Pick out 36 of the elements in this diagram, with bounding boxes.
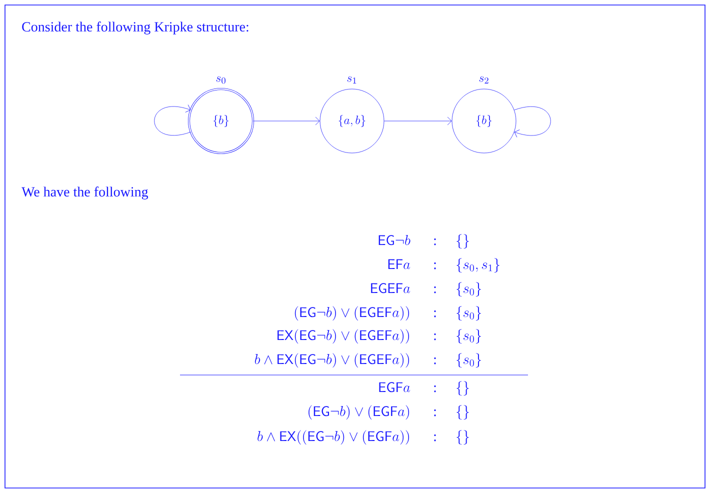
state-name: $s_2$ <box>479 76 488 84</box>
state-name: $s_1$ <box>347 76 356 84</box>
state-name: $s_0$ <box>216 76 226 84</box>
colon: : <box>434 409 436 416</box>
arrow <box>154 104 191 136</box>
state-set: $\{s_0\}$ <box>456 329 482 344</box>
arrow <box>514 106 551 138</box>
state-set: $\{s_0,s_1\}$ <box>456 258 500 273</box>
state-set: $\{s_0\}$ <box>456 353 482 368</box>
heading: Consider the following Kripke structure: <box>22 22 248 34</box>
colon: : <box>434 238 436 246</box>
colon: : <box>434 385 436 392</box>
colon: : <box>434 310 436 318</box>
formula: $\mathsf{EGF}a$ <box>379 382 410 392</box>
state-set: $\{\}$ <box>456 430 469 445</box>
colon: : <box>434 262 436 270</box>
state-set: $\{s_0\}$ <box>456 306 482 321</box>
colon: : <box>434 434 436 442</box>
colon: : <box>434 286 436 294</box>
colon: : <box>434 357 436 364</box>
formula: $\mathsf{EGEF}a$ <box>371 283 410 294</box>
formula: $(\mathsf{EG}\neg b)\vee(\mathsf{EGF}a)$ <box>308 405 410 420</box>
arrow <box>253 116 320 126</box>
colon: : <box>434 333 436 340</box>
arrow <box>384 116 452 126</box>
state-set: $\{\}$ <box>456 381 469 396</box>
formula: $\mathsf{EG}\neg b$ <box>378 235 410 246</box>
state-set: $\{\}$ <box>456 405 469 420</box>
formula: $\mathsf{EF}a$ <box>388 259 410 270</box>
formula: $\mathsf{EX}(\mathsf{EG}\neg b)\vee(\mathsf{EGEF}a))$ <box>278 329 410 344</box>
formula: $b\wedge\mathsf{EX}(\mathsf{EG}\neg b)\vee(\mathsf{EGEF}a))$ <box>254 353 410 368</box>
formula: $b\wedge\mathsf{EX}((\mathsf{EG}\neg b)\vee(\mathsf{EGF}a))$ <box>258 430 410 445</box>
formula: $(\mathsf{EG}\neg b)\vee(\mathsf{EGEF}a))$ <box>294 306 410 321</box>
text: We have the following <box>22 186 148 200</box>
state-set: $\{s_0\}$ <box>456 282 482 297</box>
state-set: $\{\}$ <box>456 234 469 249</box>
